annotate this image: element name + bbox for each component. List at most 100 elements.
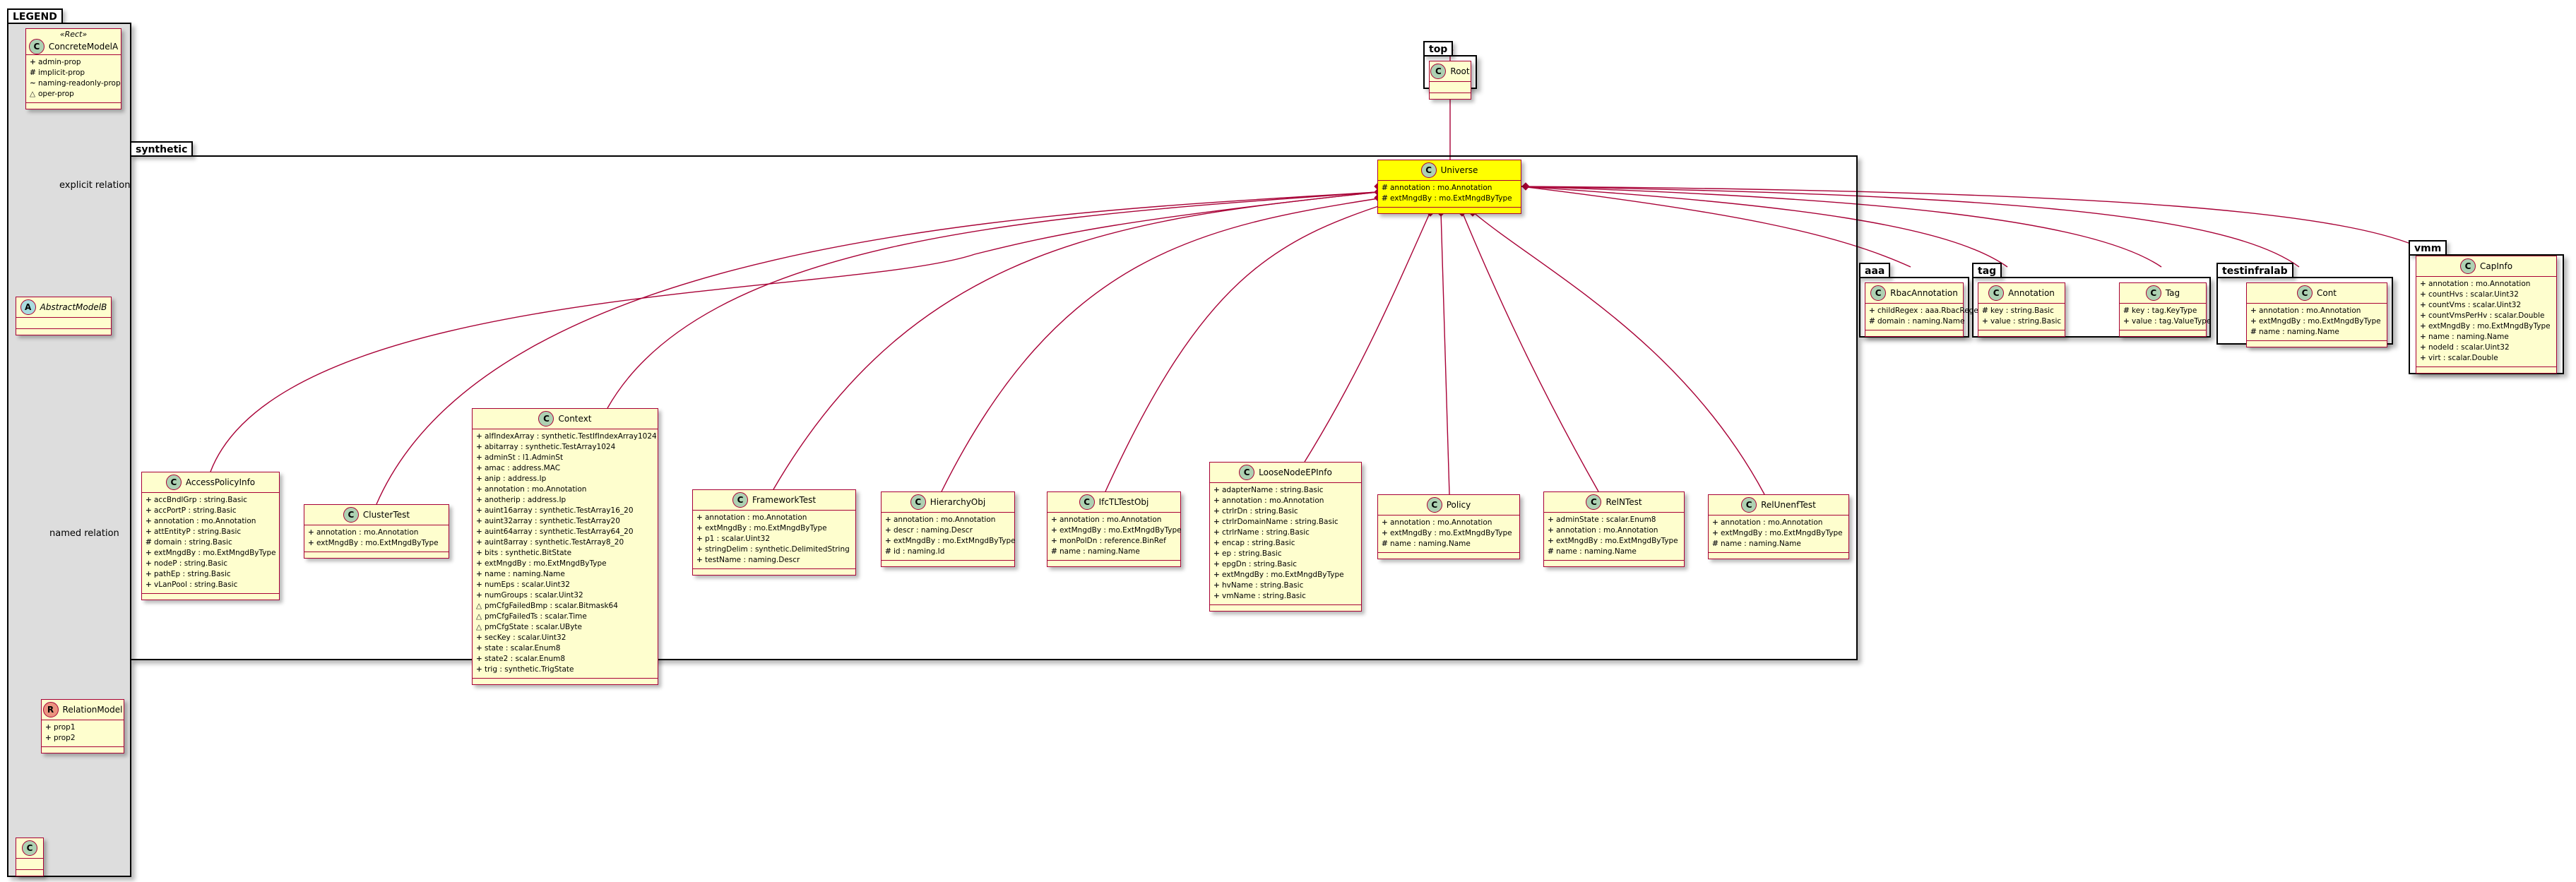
attribute-text: adapterName : string.Basic (1222, 486, 1324, 494)
visibility-icon: + (308, 528, 314, 537)
class-c-icon: C (1426, 497, 1442, 513)
visibility-icon: + (1382, 529, 1388, 537)
attribute-text: abitarray : synthetic.TestArray1024 (485, 443, 616, 451)
attr-list: #key : string.Basic+value : string.Basic (1978, 304, 2065, 330)
attribute-row: +auint32array : synthetic.TestArray20 (476, 516, 654, 527)
attr-list: +adminState : scalar.Enum8+annotation : … (1544, 513, 1684, 561)
attribute-text: extMngdBy : mo.ExtMngdByType (1390, 529, 1512, 537)
class-header: C Tag (2120, 283, 2206, 304)
class-header: C (16, 838, 43, 859)
top-package-tab: top (1423, 41, 1454, 56)
attr-list: +accBndlGrp : string.Basic+accPortP : st… (142, 493, 279, 594)
visibility-icon: # (1382, 540, 1388, 548)
method-list (1378, 208, 1521, 213)
visibility-icon: + (2420, 333, 2426, 341)
visibility-icon: + (476, 580, 482, 589)
attribute-row: +accBndlGrp : string.Basic (146, 495, 275, 506)
class-tag[interactable]: C Tag #key : tag.KeyType+value : tag.Val… (2119, 282, 2211, 337)
class-c-icon: C (910, 494, 926, 510)
class-c-icon: C (165, 475, 182, 490)
class-name: RelUnenfTest (1761, 500, 1816, 510)
attribute-row: △pmCfgState : scalar.UByte (476, 622, 654, 633)
class-concretemodela[interactable]: «Rect» C ConcreteModelA +admin-prop#impl… (25, 28, 121, 109)
visibility-icon: + (476, 559, 482, 568)
method-list (473, 679, 658, 684)
attribute-text: virt : scalar.Double (2428, 354, 2498, 362)
method-list (1978, 330, 2065, 336)
class-c[interactable]: C (16, 838, 44, 876)
visibility-icon: + (476, 528, 482, 536)
attribute-row: +adminSt : l1.AdminSt (476, 453, 654, 463)
visibility-icon: + (1382, 518, 1388, 527)
vmm-package: vmm (2409, 240, 2564, 374)
attribute-text: extMngdBy : mo.ExtMngdByType (1060, 526, 1182, 535)
class-root[interactable]: C Root (1429, 61, 1471, 100)
attribute-text: extMngdBy : mo.ExtMngdByType (1721, 529, 1843, 537)
visibility-icon: + (885, 537, 891, 545)
class-universe[interactable]: C Universe #annotation : mo.Annotation#e… (1377, 160, 1521, 214)
visibility-icon: + (696, 556, 703, 564)
attribute-row: #key : tag.KeyType (2123, 306, 2202, 316)
class-header: A AbstractModelB (16, 297, 111, 318)
visibility-icon: + (146, 559, 152, 568)
class-cont[interactable]: C Cont +annotation : mo.Annotation+extMn… (2246, 282, 2387, 347)
visibility-icon: + (476, 496, 482, 504)
tag-package: tag (1972, 263, 2211, 338)
attribute-text: nodeP : string.Basic (154, 559, 228, 568)
attribute-text: annotation : mo.Annotation (154, 517, 256, 525)
attribute-row: +aIfIndexArray : synthetic.TestIfIndexAr… (476, 431, 657, 442)
attribute-text: name : naming.Name (2428, 333, 2509, 341)
attribute-text: annotation : mo.Annotation (2428, 280, 2531, 288)
method-list (16, 329, 111, 335)
method-list (42, 747, 124, 753)
visibility-icon: + (146, 517, 152, 525)
attribute-row: +numEps : scalar.Uint32 (476, 580, 654, 590)
attribute-text: numEps : scalar.Uint32 (485, 580, 570, 589)
attribute-row: +annotation : mo.Annotation (146, 516, 275, 527)
class-name: AbstractModelB (40, 302, 107, 312)
visibility-icon: + (1213, 496, 1220, 505)
attribute-text: state2 : scalar.Enum8 (485, 655, 566, 663)
method-list (2416, 367, 2556, 373)
aaa-package: aaa (1859, 263, 1969, 338)
attribute-row: #annotation : mo.Annotation (1382, 183, 1517, 193)
attribute-text: value : string.Basic (1990, 317, 2062, 326)
class-header: C Universe (1378, 160, 1521, 181)
class-relationmodel[interactable]: R RelationModel +prop1+prop2 (41, 699, 124, 753)
attribute-text: vLanPool : string.Basic (154, 580, 238, 589)
class-annotation[interactable]: C Annotation #key : string.Basic+value :… (1978, 282, 2065, 337)
class-abstractmodelb[interactable]: A AbstractModelB (16, 297, 112, 335)
method-list (1865, 330, 1963, 336)
attribute-row: +value : tag.ValueType (2123, 316, 2211, 327)
method-list (1430, 93, 1471, 99)
visibility-icon: + (696, 545, 703, 554)
attr-list: +annotation : mo.Annotation+descr : nami… (882, 513, 1016, 561)
class-c-icon: C (1586, 494, 1602, 510)
class-name: Tag (2165, 288, 2180, 298)
class-header: C Root (1430, 61, 1471, 82)
visibility-icon: # (1051, 547, 1057, 556)
visibility-icon: △ (30, 90, 36, 98)
attribute-row: △pmCfgFailedBmp : scalar.Bitmask64 (476, 601, 654, 612)
attr-list: +prop1+prop2 (42, 720, 124, 747)
attribute-row: +value : string.Basic (1982, 316, 2061, 327)
attribute-row: +vmName : string.Basic (1213, 591, 1358, 602)
class-capinfo[interactable]: C CapInfo +annotation : mo.Annotation+co… (2416, 256, 2557, 374)
attribute-text: annotation : mo.Annotation (894, 516, 996, 524)
visibility-icon: + (1213, 581, 1220, 590)
class-rbacannotation[interactable]: C RbacAnnotation +childRegex : aaa.RbacR… (1865, 282, 1983, 337)
visibility-icon: + (885, 516, 891, 524)
visibility-icon: + (696, 513, 703, 522)
attribute-text: name : naming.Name (1721, 540, 1801, 548)
